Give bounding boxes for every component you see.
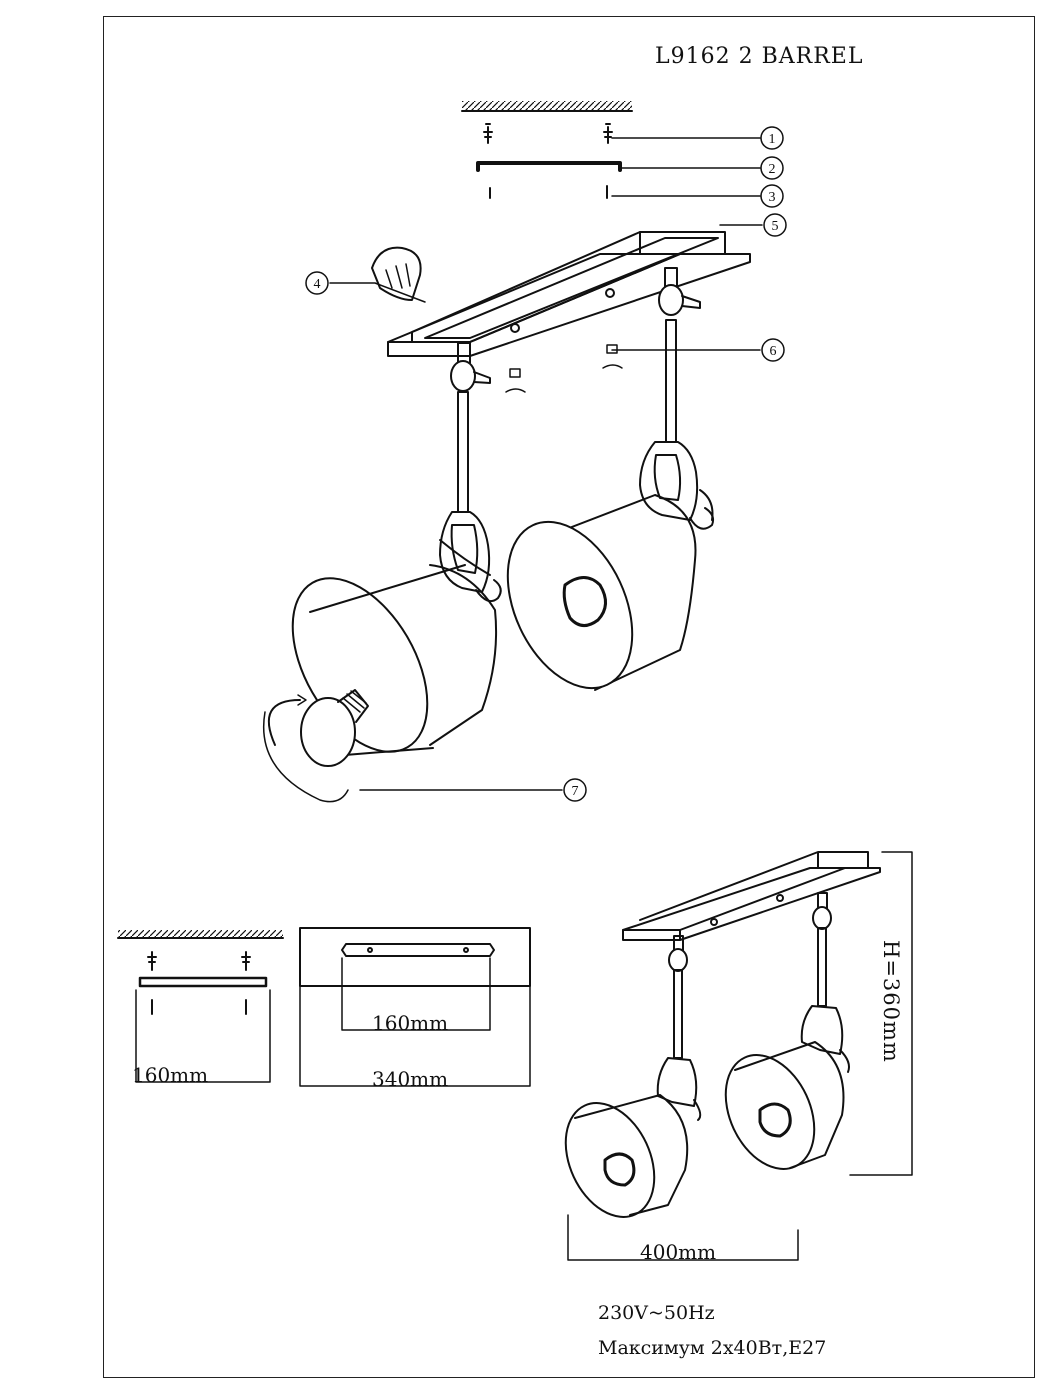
nut-parts	[505, 344, 623, 393]
callout-circles	[305, 126, 787, 802]
bulb	[263, 689, 369, 803]
base-width-label: 340mm	[372, 1067, 449, 1091]
callout-3: 3	[769, 190, 776, 205]
callout-7: 7	[572, 784, 579, 799]
callout-numbers: 1 2 3 4 5 6 7	[314, 132, 779, 799]
power-spec: Максимум 2x40Вт,E27	[598, 1337, 827, 1359]
left-spotlight	[291, 342, 502, 756]
ceiling-hatch	[461, 101, 633, 112]
total-width-label: 400mm	[640, 1240, 717, 1264]
bracket-detail	[117, 930, 284, 1083]
model-title: L9162 2 BARREL	[655, 44, 864, 69]
canopy-base	[387, 231, 751, 357]
callout-6: 6	[770, 344, 777, 359]
voltage-spec: 230V~50Hz	[598, 1302, 715, 1324]
callout-2: 2	[769, 162, 776, 177]
terminal-block	[371, 246, 422, 301]
base-inner-width-label: 160mm	[372, 1011, 449, 1035]
bracket-screws	[489, 185, 608, 199]
callout-5: 5	[772, 219, 779, 234]
mounting-bracket	[476, 161, 622, 172]
callout-1: 1	[769, 132, 776, 147]
callout-leaders	[329, 137, 763, 791]
right-spotlight	[506, 267, 715, 691]
base-top-view	[299, 927, 531, 1087]
assembled-view	[564, 851, 881, 1218]
bracket-width-label: 160mm	[132, 1063, 209, 1087]
anchor-screws	[483, 123, 613, 144]
height-label: H=360mm	[879, 940, 903, 1063]
diagram-frame	[103, 16, 1035, 1378]
dimension-lines	[567, 851, 913, 1261]
callout-4: 4	[314, 277, 321, 292]
